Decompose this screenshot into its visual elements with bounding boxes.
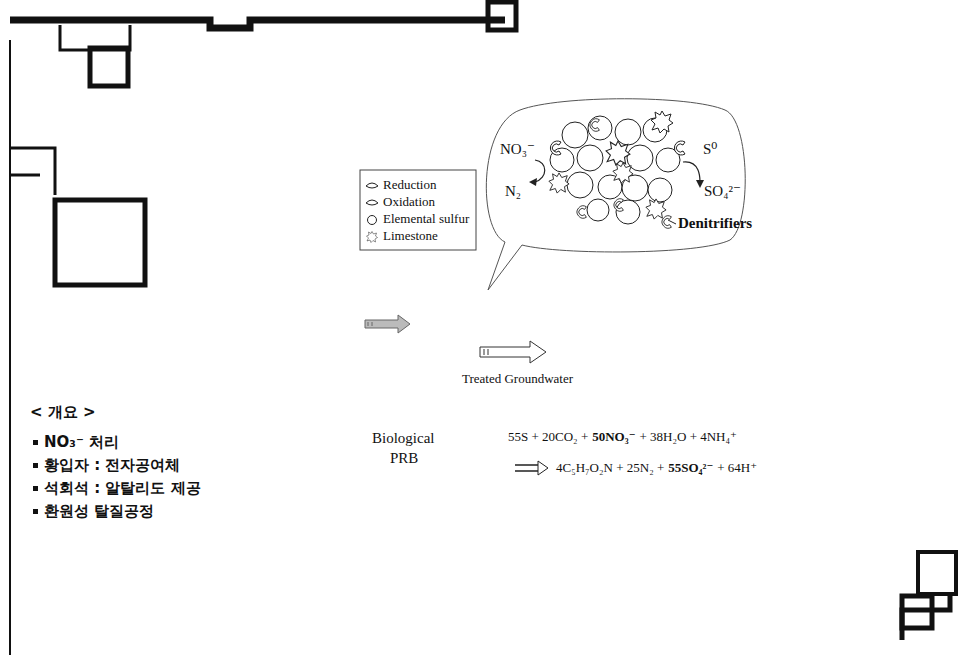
equation-term: 50NO₃⁻ [592, 430, 635, 445]
chem-label: N₂ [505, 183, 521, 200]
legend-text: Reduction [383, 178, 436, 192]
flow-label: Treated Groundwater [462, 372, 573, 387]
legend-text: Oxidation [383, 195, 435, 209]
equation-term: 55S + 20CO₂ + [508, 430, 588, 445]
equation-row: 4C₅H₇O₂N + 25N₂ + 55SO₄²⁻ + 64H⁺ [556, 461, 757, 476]
legend-text: Limestone [383, 229, 438, 243]
section-heading: < 개요 > [30, 404, 96, 421]
bullet-text: NO₃⁻ 처리 [44, 434, 119, 451]
equation-row: 55S + 20CO₂ + 50NO₃⁻ + 38H₂O + 4NH₄⁺ [508, 430, 737, 445]
legend-text: Elemental sulfur [383, 212, 469, 226]
chem-label: SO₄²⁻ [704, 183, 741, 200]
callout-label: Denitrifiers [678, 215, 752, 232]
bullet-text: 황입자 : 전자공여체 [44, 457, 180, 474]
equation-term: + 38H₂O + 4NH₄⁺ [640, 430, 737, 445]
bullet-text: 환원성 탈질공정 [44, 503, 154, 520]
process-label: PRB [390, 450, 418, 467]
process-label: Biological [372, 430, 435, 447]
equation-term: 4C₅H₇O₂N + 25N₂ + [556, 461, 664, 476]
chem-label: S⁰ [703, 141, 717, 158]
equation-term: 55SO₄²⁻ [668, 461, 713, 476]
chem-label: NO₃⁻ [500, 141, 535, 158]
bullet-text: 석회석 : 알탈리도 제공 [44, 480, 201, 497]
equation-term: + 64H⁺ [717, 461, 757, 476]
